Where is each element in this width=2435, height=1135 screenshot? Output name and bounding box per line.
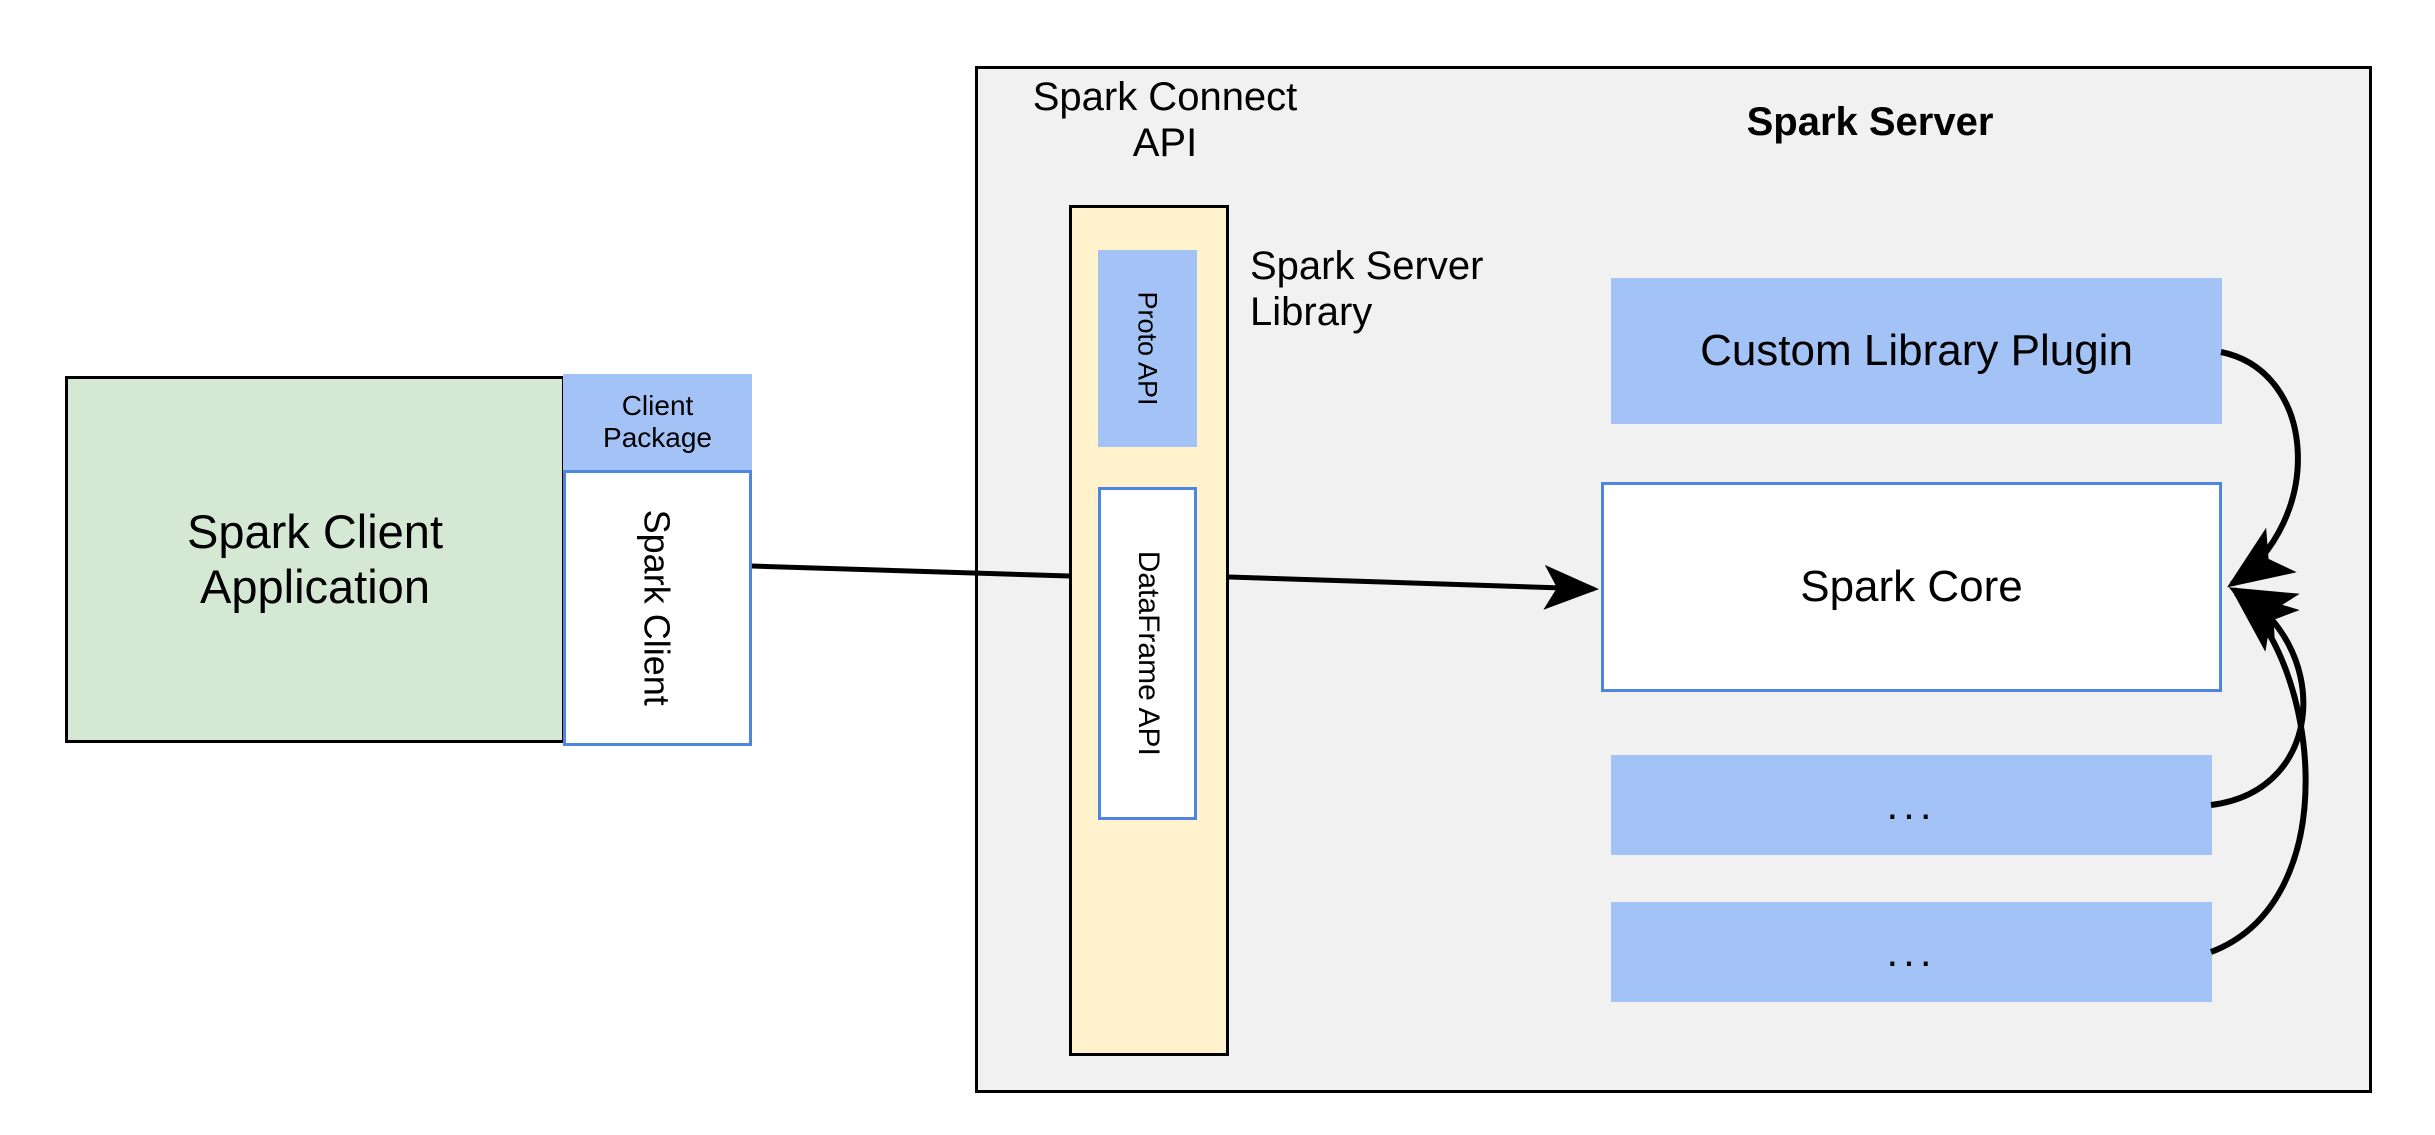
proto-api-box: Proto API xyxy=(1098,250,1197,447)
spark-server-title: Spark Server xyxy=(1746,100,1994,144)
spark-server-library-label-line1: Spark Server xyxy=(1250,244,1484,288)
spark-client-box: Spark Client xyxy=(563,470,752,746)
ellipsis-box-2: ... xyxy=(1611,902,2212,1002)
spark-server-library-label: Spark Server Library xyxy=(1250,243,1550,353)
proto-api-label: Proto API xyxy=(1133,291,1164,406)
client-package-box: Client Package xyxy=(563,374,752,470)
spark-client-application-label: Spark Client Application xyxy=(187,505,443,613)
ellipsis-box-1: ... xyxy=(1611,755,2212,855)
dataframe-api-label: DataFrame API xyxy=(1131,550,1165,757)
spark-connect-api-line1: Spark Connect xyxy=(1032,75,1298,119)
dataframe-api-box: DataFrame API xyxy=(1098,487,1197,820)
spark-server-library-label-line2: Library xyxy=(1250,290,1373,334)
spark-client-label: Spark Client xyxy=(637,509,679,707)
client-package-label: Client Package xyxy=(603,390,712,454)
client-package-label-line2: Package xyxy=(603,422,712,453)
spark-connect-api-line2: API xyxy=(1132,121,1198,165)
spark-core-box: Spark Core xyxy=(1601,482,2222,692)
spark-client-application-box: Spark Client Application xyxy=(65,376,565,743)
custom-library-plugin-box: Custom Library Plugin xyxy=(1611,278,2222,424)
client-app-label-line1: Spark Client xyxy=(187,505,443,559)
client-package-label-line1: Client xyxy=(621,389,694,421)
client-app-label-line2: Application xyxy=(200,559,430,613)
spark-connect-api-label: Spark Connect API xyxy=(1020,72,1310,168)
